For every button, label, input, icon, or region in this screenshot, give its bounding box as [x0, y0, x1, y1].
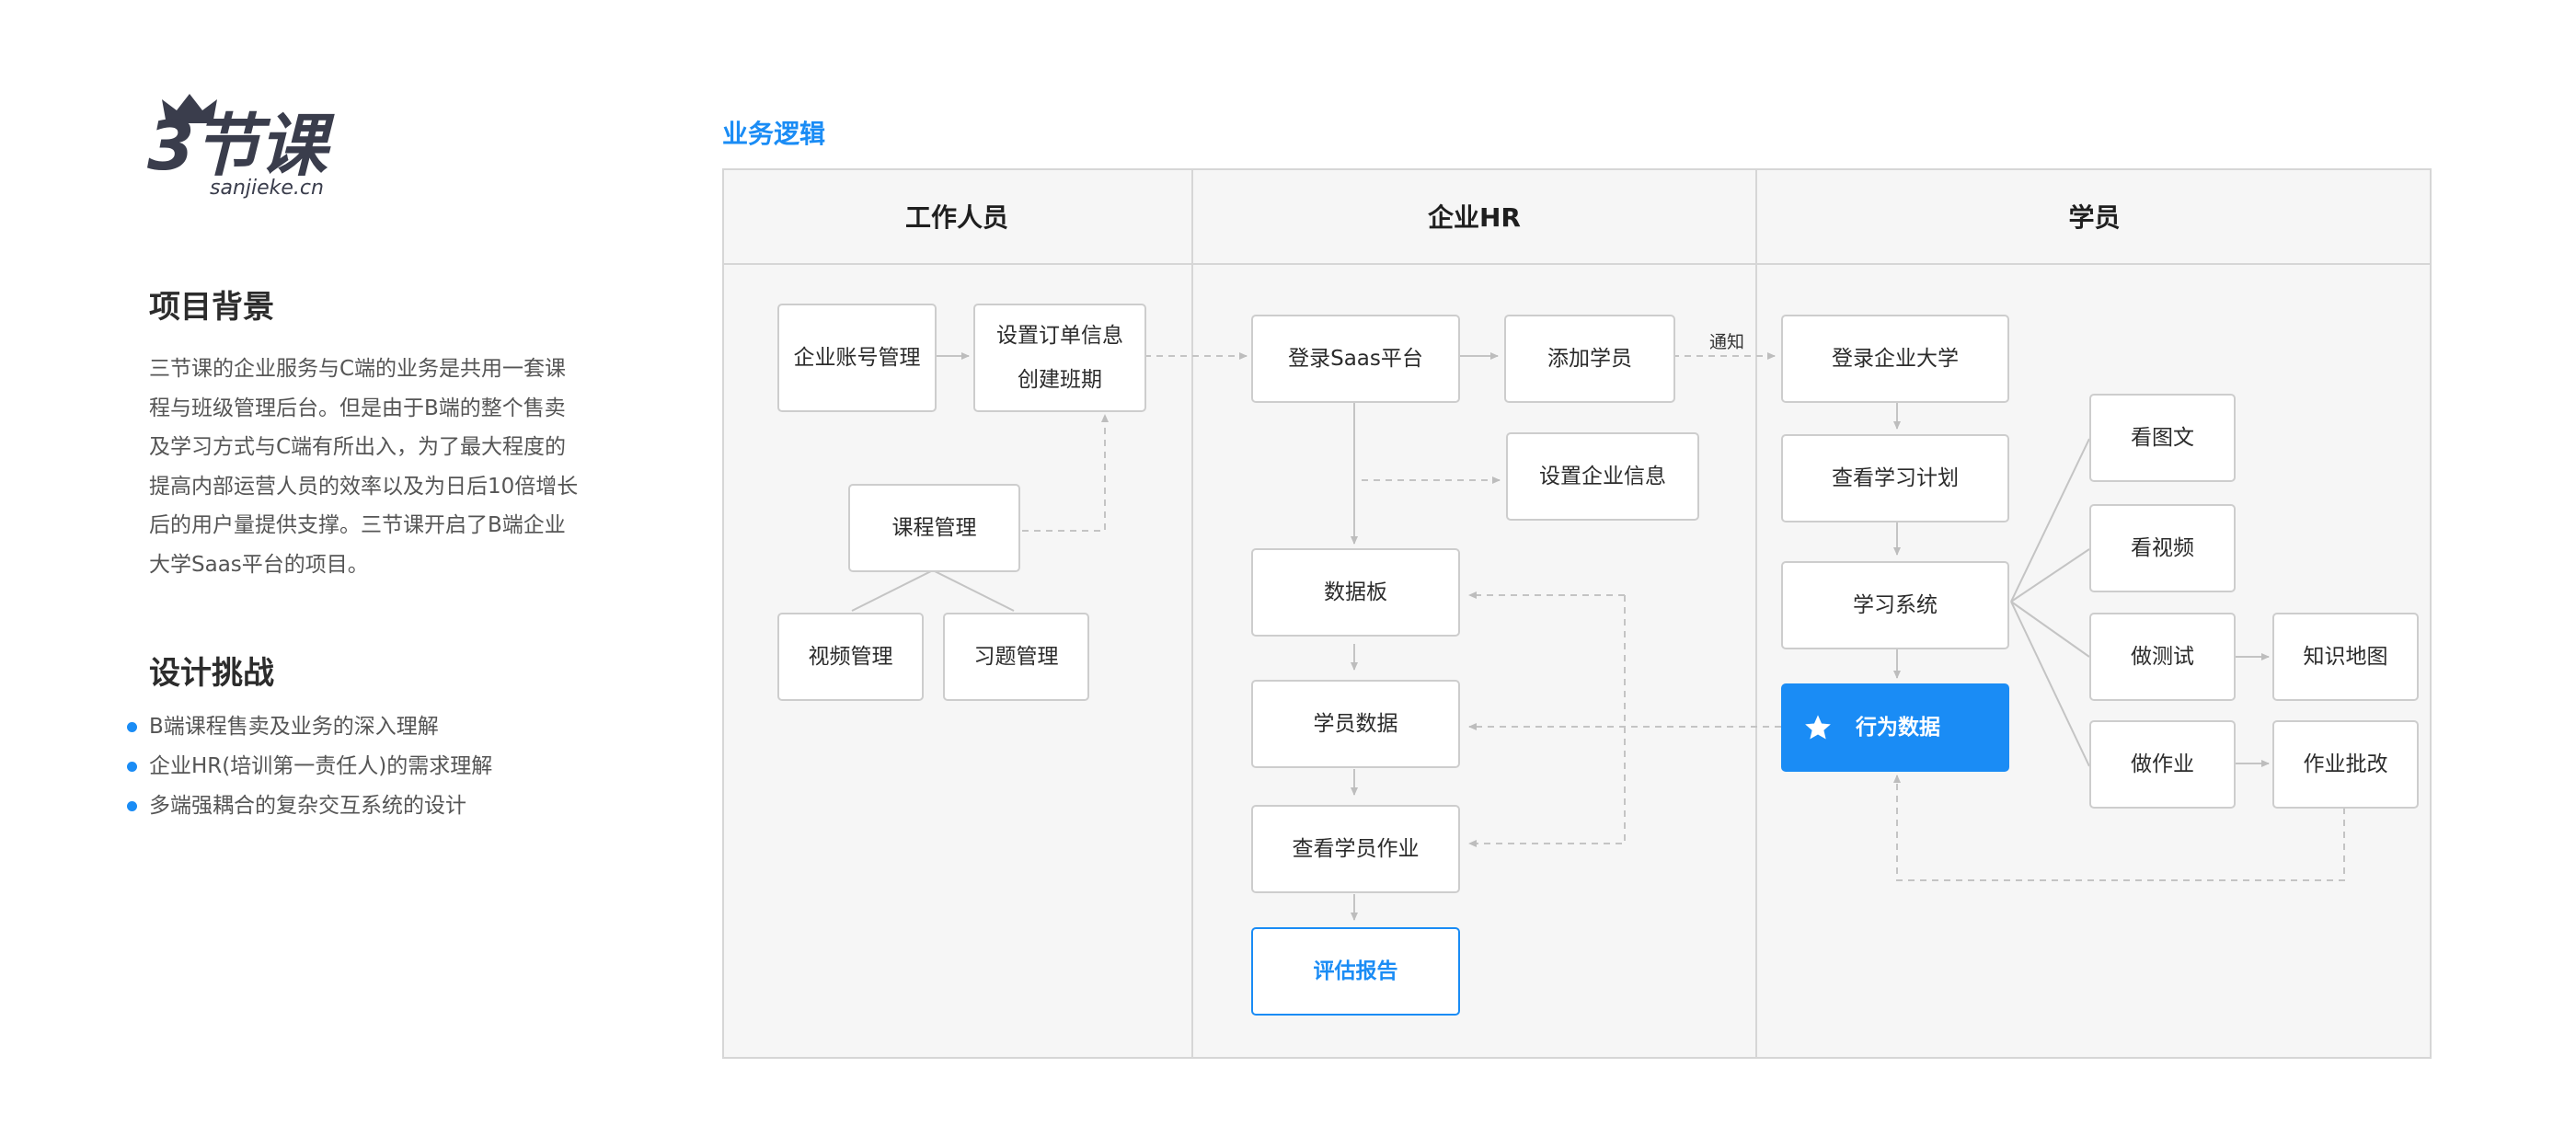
- box-label: 查看学习计划: [1832, 466, 1959, 490]
- box-label: 行为数据: [1856, 716, 1940, 740]
- add-student-box[interactable]: 添加学员: [1504, 315, 1675, 403]
- background-text: 三节课的企业服务与C端的业务是共用一套课 程与班级管理后台。但是由于B端的整个售…: [149, 357, 579, 577]
- lane-header-staff: 工作人员: [904, 202, 1008, 233]
- student-data-box[interactable]: 学员数据: [1251, 680, 1460, 768]
- crown-icon: [162, 94, 217, 123]
- read-articles-box[interactable]: 看图文: [2089, 394, 2236, 482]
- logo: 3节课 sanjieke.cn: [147, 92, 359, 212]
- list-item: 多端强耦合的复杂交互系统的设计: [127, 789, 492, 829]
- challenge-list: B端课程售卖及业务的深入理解 企业HR(培训第一责任人)的需求理解 多端强耦合的…: [127, 710, 492, 829]
- box-label: 登录企业大学: [1832, 347, 1959, 371]
- student-login-box[interactable]: 登录企业大学: [1781, 315, 2009, 403]
- list-item: B端课程售卖及业务的深入理解: [127, 710, 492, 750]
- box-label: 数据板: [1324, 580, 1387, 604]
- box-label: 作业批改: [2303, 752, 2388, 776]
- box-label: 看视频: [2131, 536, 2194, 560]
- box-label: 习题管理: [973, 645, 1059, 669]
- course-management-box[interactable]: 课程管理: [848, 484, 1020, 572]
- box-label: 知识地图: [2303, 645, 2388, 669]
- homework-grading-box[interactable]: 作业批改: [2272, 720, 2419, 809]
- box-label: 评估报告: [1313, 959, 1398, 983]
- box-label: 做作业: [2131, 752, 2194, 776]
- logo-wordmark: 3节课: [147, 107, 327, 186]
- take-test-box[interactable]: 做测试: [2089, 613, 2236, 701]
- box-label: 做测试: [2131, 645, 2194, 669]
- challenge-item: 多端强耦合的复杂交互系统的设计: [149, 794, 466, 818]
- dashboard-box[interactable]: 数据板: [1251, 548, 1460, 637]
- do-homework-box[interactable]: 做作业: [2089, 720, 2236, 809]
- account-management-box[interactable]: 企业账号管理: [777, 304, 937, 412]
- behavior-data-box[interactable]: 行为数据: [1781, 683, 2009, 772]
- header-divider: [722, 263, 2432, 265]
- box-label: 设置企业信息: [1539, 465, 1666, 488]
- list-item: 企业HR(培训第一责任人)的需求理解: [127, 750, 492, 789]
- box-label: 课程管理: [891, 516, 977, 540]
- challenge-title: 设计挑战: [149, 655, 274, 692]
- notify-label: 通知: [1709, 332, 1745, 352]
- bullet-dot-icon: [127, 762, 137, 772]
- logo-domain: sanjieke.cn: [210, 177, 324, 200]
- lane-divider: [1755, 168, 1757, 1059]
- watch-video-box[interactable]: 看视频: [2089, 504, 2236, 592]
- box-label: 查看学员作业: [1292, 837, 1420, 861]
- lane-divider: [1191, 168, 1193, 1059]
- hr-login-box[interactable]: 登录Saas平台: [1251, 315, 1460, 403]
- bullet-dot-icon: [127, 722, 137, 732]
- box-label: 视频管理: [808, 645, 893, 669]
- lane-header-hr: 企业HR: [1428, 202, 1521, 233]
- order-setup-box[interactable]: 设置订单信息创建班期: [973, 304, 1146, 412]
- box-label: 学员数据: [1313, 712, 1398, 736]
- knowledge-map-box[interactable]: 知识地图: [2272, 613, 2419, 701]
- lane-header-student: 学员: [2068, 202, 2121, 233]
- set-company-info-box[interactable]: 设置企业信息: [1506, 432, 1699, 521]
- bullet-dot-icon: [127, 801, 137, 811]
- background-title: 项目背景: [149, 289, 274, 326]
- box-label: 登录Saas平台: [1288, 347, 1423, 371]
- box-label: 设置订单信息: [996, 324, 1123, 348]
- box-label: 看图文: [2131, 426, 2194, 450]
- study-plan-box[interactable]: 查看学习计划: [1781, 434, 2009, 522]
- exercise-management-box[interactable]: 习题管理: [943, 613, 1089, 701]
- view-homework-box[interactable]: 查看学员作业: [1251, 805, 1460, 893]
- box-label: 学习系统: [1853, 593, 1938, 617]
- learning-system-box[interactable]: 学习系统: [1781, 561, 2009, 649]
- star-icon: [1805, 715, 1831, 740]
- evaluation-report-box[interactable]: 评估报告: [1251, 927, 1460, 1016]
- box-label: 创建班期: [1018, 368, 1102, 392]
- diagram-title: 业务逻辑: [722, 119, 826, 149]
- box-label: 添加学员: [1547, 347, 1632, 371]
- video-management-box[interactable]: 视频管理: [777, 613, 924, 701]
- box-label: 企业账号管理: [793, 346, 921, 370]
- challenge-item: B端课程售卖及业务的深入理解: [149, 715, 439, 739]
- challenge-item: 企业HR(培训第一责任人)的需求理解: [149, 754, 493, 778]
